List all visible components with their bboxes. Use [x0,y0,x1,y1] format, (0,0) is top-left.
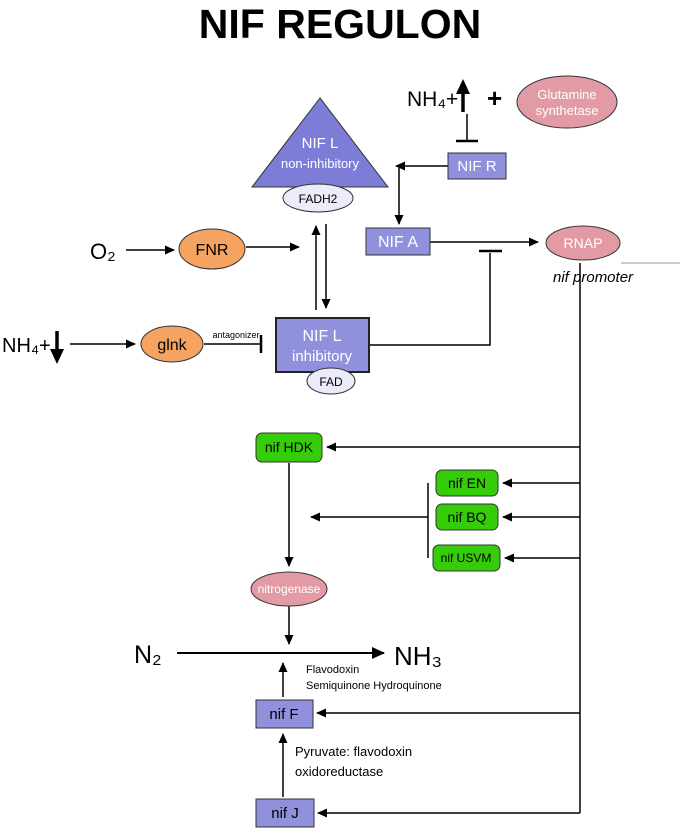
nifa-box [365,227,431,256]
nifj-box [255,798,315,828]
pyruvate-label-line1: Pyruvate: flavodoxin [295,744,412,759]
nifusvm-box [432,544,501,572]
nifbq-box [435,503,499,531]
nh4-left-label: NH₄+ [2,335,51,357]
down-arrow-icon [50,331,64,364]
rnap-label: RNAP [564,235,603,251]
fnr-ellipse [178,228,246,270]
page-title: NIF REGULON [199,1,481,47]
nh3-label: NH₃ [394,641,442,671]
fad-ellipse [306,367,356,395]
fadh2-ellipse [282,183,354,213]
nifl-inhibitory-label-line1: NIF L [302,328,341,345]
up-arrow-icon [456,79,470,112]
glutamine-synthetase-ellipse [516,75,618,129]
flavodoxin-label-line2: Semiquinone Hydroquinone [306,680,442,692]
nifj-label: nif J [271,805,299,822]
nifen-box [435,469,499,497]
nifusvm-label: nif USVM [441,551,492,565]
antagonizer-label: antagonizer [212,330,259,340]
nifl-noninhibitory-label-line2: non-inhibitory [281,156,360,171]
glutamine-synthetase-label-line2: synthetase [536,103,599,118]
nifl-inhibitory-box [275,317,370,373]
fad-label: FAD [319,375,343,389]
nifbq-label: nif BQ [448,509,487,525]
rnap-ellipse [545,225,621,261]
nifhdk-label: nif HDK [265,439,314,455]
glnk-label: glnk [157,337,187,354]
glutamine-synthetase-label-line1: Glutamine [537,87,596,102]
fadh2-label: FADH2 [299,192,338,206]
nifl-inhibitory-label-line2: inhibitory [292,348,353,365]
nifl-noninhibitory-label-line1: NIF L [302,135,339,152]
n2-label: N₂ [134,641,162,669]
nifhdk-box [255,432,323,463]
nifa-label: NIF A [378,234,418,251]
fnr-label: FNR [196,242,229,259]
nitrogenase-label: nitrogenase [258,582,321,596]
connector-nifl-inhibitory-to-activation [369,253,491,346]
niff-box [255,699,314,729]
pyruvate-label-line2: oxidoreductase [295,764,383,779]
niff-label: nif F [269,706,298,723]
nif-promoter-label: nif promoter [553,269,634,286]
nifen-label: nif EN [448,475,486,491]
nitrogenase-ellipse [250,571,328,607]
nifr-label: NIF R [457,158,496,175]
nh4-top-label: NH₄+ [407,88,458,111]
plus-sign: + [487,83,502,113]
flavodoxin-label-line1: Flavodoxin [306,664,359,676]
glnk-ellipse [140,325,204,363]
o2-label: O₂ [90,239,116,264]
nifr-box [447,152,507,180]
